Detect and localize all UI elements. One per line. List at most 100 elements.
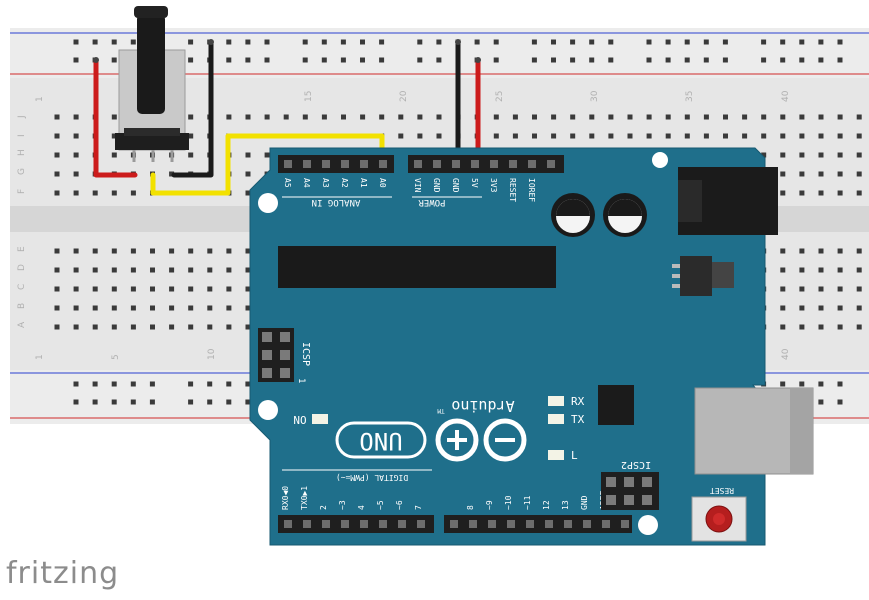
- uno-label: UNO: [359, 427, 402, 455]
- breadboard-hole: [73, 324, 79, 330]
- capacitor-1: [551, 193, 595, 237]
- rx-label: RX: [571, 395, 585, 408]
- breadboard-hole: [226, 324, 232, 330]
- uno-badge: [335, 421, 427, 459]
- row-letter-h: H: [17, 149, 27, 156]
- digital-pin: [379, 520, 387, 528]
- row-letter-b: B: [17, 303, 27, 309]
- breadboard-hole: [761, 152, 767, 158]
- breadboard-hole: [780, 324, 786, 330]
- breadboard-hole: [837, 57, 843, 63]
- breadboard-hole: [245, 171, 251, 177]
- row-letter-d: D: [17, 264, 27, 271]
- breadboard-hole: [799, 190, 805, 196]
- breadboard-hole: [761, 57, 767, 63]
- breadboard-hole: [856, 324, 862, 330]
- breadboard-hole: [207, 286, 213, 292]
- breadboard-hole: [818, 399, 824, 405]
- tx-led: [548, 414, 564, 424]
- breadboard-hole: [799, 39, 805, 45]
- breadboard-hole: [722, 39, 728, 45]
- breadboard-hole: [169, 324, 175, 330]
- breadboard-hole: [646, 57, 652, 63]
- digital-pin-label: TX0▶1: [300, 486, 309, 510]
- breadboard-hole: [207, 381, 213, 387]
- breadboard-hole: [188, 39, 194, 45]
- col-number-15: 15: [304, 91, 314, 102]
- breadboard-hole: [856, 248, 862, 254]
- breadboard-hole: [398, 114, 404, 120]
- digital-pin: [602, 520, 610, 528]
- row-letter-i: I: [17, 134, 27, 137]
- breadboard-hole: [532, 114, 537, 120]
- breadboard-hole: [799, 152, 805, 158]
- breadboard-hole: [188, 57, 194, 63]
- breadboard-hole: [837, 381, 843, 387]
- breadboard-hole: [188, 286, 194, 292]
- breadboard-hole: [818, 286, 824, 292]
- breadboard-hole: [207, 324, 213, 330]
- yellow-wire: [150, 133, 385, 196]
- digital-pin-label: 4: [357, 505, 366, 510]
- mount-hole-4: [638, 515, 658, 535]
- breadboard-hole: [856, 114, 862, 120]
- breadboard-hole: [837, 190, 843, 196]
- digital-pin: [322, 520, 330, 528]
- breadboard-hole: [73, 114, 79, 120]
- analog-pin: [284, 160, 292, 168]
- mount-hole-3: [652, 152, 668, 168]
- digital-pin: [469, 520, 477, 528]
- row-letter-a: A: [17, 321, 27, 328]
- breadboard-hole: [207, 267, 213, 273]
- breadboard-hole: [589, 39, 595, 45]
- breadboard-hole: [493, 57, 499, 63]
- breadboard-hole: [130, 248, 136, 254]
- breadboard-hole: [188, 324, 194, 330]
- digital-header-left: [278, 515, 434, 533]
- breadboard-hole: [54, 190, 60, 196]
- reset-button[interactable]: [691, 496, 747, 542]
- digital-pin-label: 13: [561, 500, 570, 510]
- breadboard-hole: [723, 114, 728, 120]
- breadboard-hole: [73, 171, 79, 177]
- breadboard-hole: [780, 114, 786, 120]
- breadboard-hole: [608, 57, 614, 63]
- digital-pin: [341, 520, 349, 528]
- col-number-35: 35: [685, 91, 695, 102]
- breadboard-hole: [837, 248, 843, 254]
- breadboard-hole: [92, 267, 98, 273]
- breadboard-hole: [856, 152, 862, 158]
- breadboard-hole: [169, 171, 175, 177]
- power-header: [408, 155, 564, 173]
- breadboard-hole: [837, 114, 843, 120]
- breadboard-hole: [188, 152, 194, 158]
- digital-pin: [450, 520, 458, 528]
- breadboard-hole: [532, 133, 537, 139]
- black-wire-pot: [171, 39, 214, 178]
- breadboard-hole: [818, 39, 824, 45]
- breadboard-hole: [54, 286, 60, 292]
- breadboard-hole: [111, 248, 117, 254]
- mount-hole-1: [258, 193, 278, 213]
- breadboard-hole: [188, 267, 194, 273]
- breadboard-hole: [761, 133, 767, 139]
- breadboard-hole: [207, 248, 213, 254]
- breadboard-hole: [837, 267, 843, 273]
- breadboard-hole: [436, 39, 442, 45]
- breadboard-hole: [111, 324, 117, 330]
- potentiometer-base: [115, 133, 189, 150]
- breadboard-hole: [111, 57, 117, 63]
- breadboard-hole: [589, 133, 595, 139]
- arduino-infinity-logo: [435, 418, 527, 462]
- breadboard-hole: [130, 399, 136, 405]
- breadboard-hole: [321, 114, 327, 120]
- digital-pin: [545, 520, 553, 528]
- breadboard-hole: [73, 399, 79, 405]
- breadboard-hole: [780, 152, 786, 158]
- power-pin: [528, 160, 536, 168]
- breadboard-hole: [73, 286, 79, 292]
- red-wire-pot: [93, 57, 138, 178]
- breadboard-hole: [818, 171, 824, 177]
- power-pin-label: GND: [432, 178, 441, 193]
- breadboard-hole: [703, 114, 709, 120]
